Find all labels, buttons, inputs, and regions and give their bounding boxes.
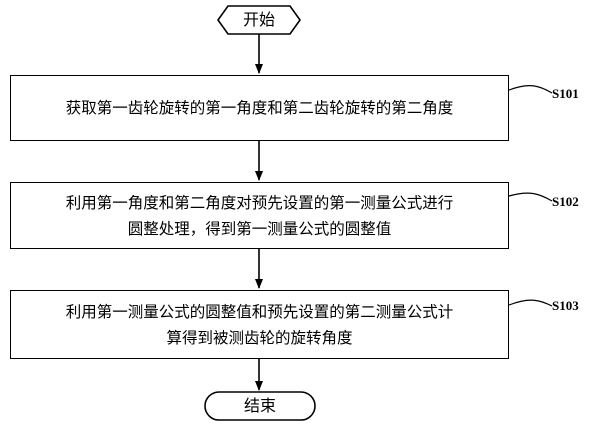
leader-s102 [508,192,553,202]
step-text-s103-line2: 算得到被测齿轮的旋转角度 [166,328,353,347]
step-label-s101: S101 [552,86,579,101]
step-text-s102-line1: 利用第一角度和第二角度对预先设置的第一测量公式进行 [65,193,454,212]
end-terminal-label: 结束 [243,396,276,415]
step-label-s102: S102 [552,194,579,209]
step-text-s102-line2: 圆整处理，得到第一测量公式的圆整值 [127,219,392,238]
leader-s103 [508,299,553,307]
step-box-s102: 利用第一角度和第二角度对预先设置的第一测量公式进行 圆整处理，得到第一测量公式的… [10,182,509,249]
step-box-s103: 利用第一测量公式的圆整值和预先设置的第二测量公式计 算得到被测齿轮的旋转角度 [10,290,509,359]
step-text-s101-line1: 获取第一齿轮旋转的第一角度和第二齿轮旋转的第二角度 [65,99,454,117]
leader-s101 [508,84,553,94]
start-terminal-shape [217,5,301,35]
step-box-s101: 获取第一齿轮旋转的第一角度和第二齿轮旋转的第二角度 [10,75,509,141]
step-text-s103-line1: 利用第一测量公式的圆整值和预先设置的第二测量公式计 [65,302,454,321]
end-terminal-shape [204,391,316,421]
start-terminal-label: 开始 [242,10,275,29]
step-label-s103: S103 [552,298,579,313]
